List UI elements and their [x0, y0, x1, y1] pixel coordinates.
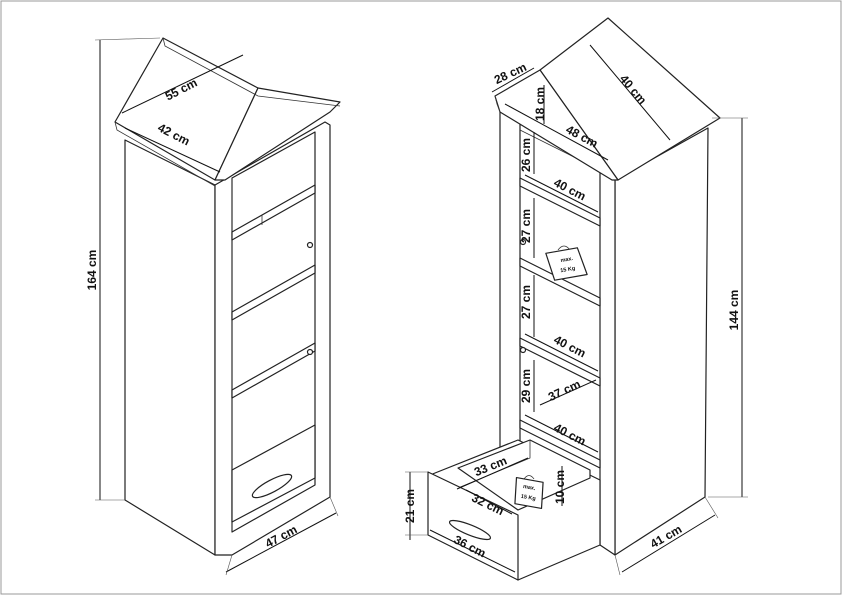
left-hinge-pin — [306, 241, 314, 249]
dim-line-36 — [429, 529, 516, 573]
right-shelf-3 — [519, 337, 601, 387]
dim-line-32 — [465, 489, 513, 515]
weight-bag-icon — [514, 476, 544, 510]
ext-line — [225, 554, 233, 576]
right-hinge-pin — [519, 346, 527, 354]
dim-line-37 — [539, 379, 597, 406]
dim-line-40-shelf4 — [524, 414, 599, 453]
left-shelf-3 — [231, 342, 316, 399]
dim-line-55 — [121, 54, 244, 114]
right-shelves — [519, 177, 601, 469]
dim-line-33 — [456, 457, 529, 490]
left-roof-eave — [114, 121, 216, 187]
left-hinge-pin — [306, 348, 314, 356]
right-shelf-1 — [519, 177, 601, 227]
dim-line-41 — [621, 514, 716, 573]
weight-bag-icon — [545, 247, 588, 281]
right-drawer-interior — [457, 439, 591, 511]
left-drawer-front — [231, 424, 316, 523]
right-drawer-handle — [448, 519, 492, 541]
right-side-panel — [614, 127, 709, 556]
left-shelf-1 — [231, 184, 316, 241]
label-shelf4-height: 29 cm — [519, 369, 533, 403]
right-hinge-pin — [519, 238, 527, 246]
ext-line — [614, 554, 621, 576]
label-drawer-front-height: 21 cm — [403, 489, 417, 523]
ext-line — [329, 496, 339, 517]
label-drawer-inner-height: 10 cm — [553, 470, 567, 504]
label-shelf1-height: 26 cm — [519, 138, 533, 172]
label-shelf2-height: 27 cm — [519, 209, 533, 243]
right-shelf-2 — [519, 257, 601, 307]
right-front-right-post — [599, 164, 616, 556]
label-roof-height: 18 cm — [533, 87, 547, 121]
left-roof-right-slope — [214, 87, 341, 181]
ext-line — [704, 496, 719, 519]
left-side-panel — [124, 139, 216, 556]
left-shelves — [231, 184, 316, 399]
right-shelf-4 — [519, 419, 601, 469]
dim-line-48 — [504, 103, 609, 161]
label-total-height: 164 cm — [85, 250, 99, 291]
bag-handle-icon — [523, 475, 535, 480]
load-label-line1: max. — [522, 484, 536, 492]
dim-line-40-roof — [589, 44, 671, 141]
label-body-height: 144 cm — [727, 290, 741, 331]
right-roof-eave — [494, 95, 501, 113]
dim-line-42 — [124, 127, 221, 173]
load-label-line2: 15 Kg — [560, 266, 576, 275]
ext-line — [94, 37, 161, 41]
shelf-load-badge: max. 15 Kg — [545, 245, 588, 281]
dim-line-28 — [491, 67, 535, 93]
dim-line-40-shelf1 — [524, 174, 599, 213]
left-drawer-handle — [251, 473, 293, 499]
load-label-line1: max. — [560, 256, 574, 264]
left-cabinet: 164 cm 55 cm 42 cm 47 cm — [85, 37, 341, 576]
dim-line-40-shelf3 — [524, 333, 599, 372]
drawer-load-badge: max. 15 Kg — [514, 475, 544, 510]
load-label-line2: 15 Kg — [520, 494, 536, 503]
left-roof-edge — [162, 37, 341, 107]
left-shelf-2 — [231, 264, 316, 321]
dim-line-47 — [225, 512, 337, 573]
label-shelf3-height: 27 cm — [519, 285, 533, 319]
